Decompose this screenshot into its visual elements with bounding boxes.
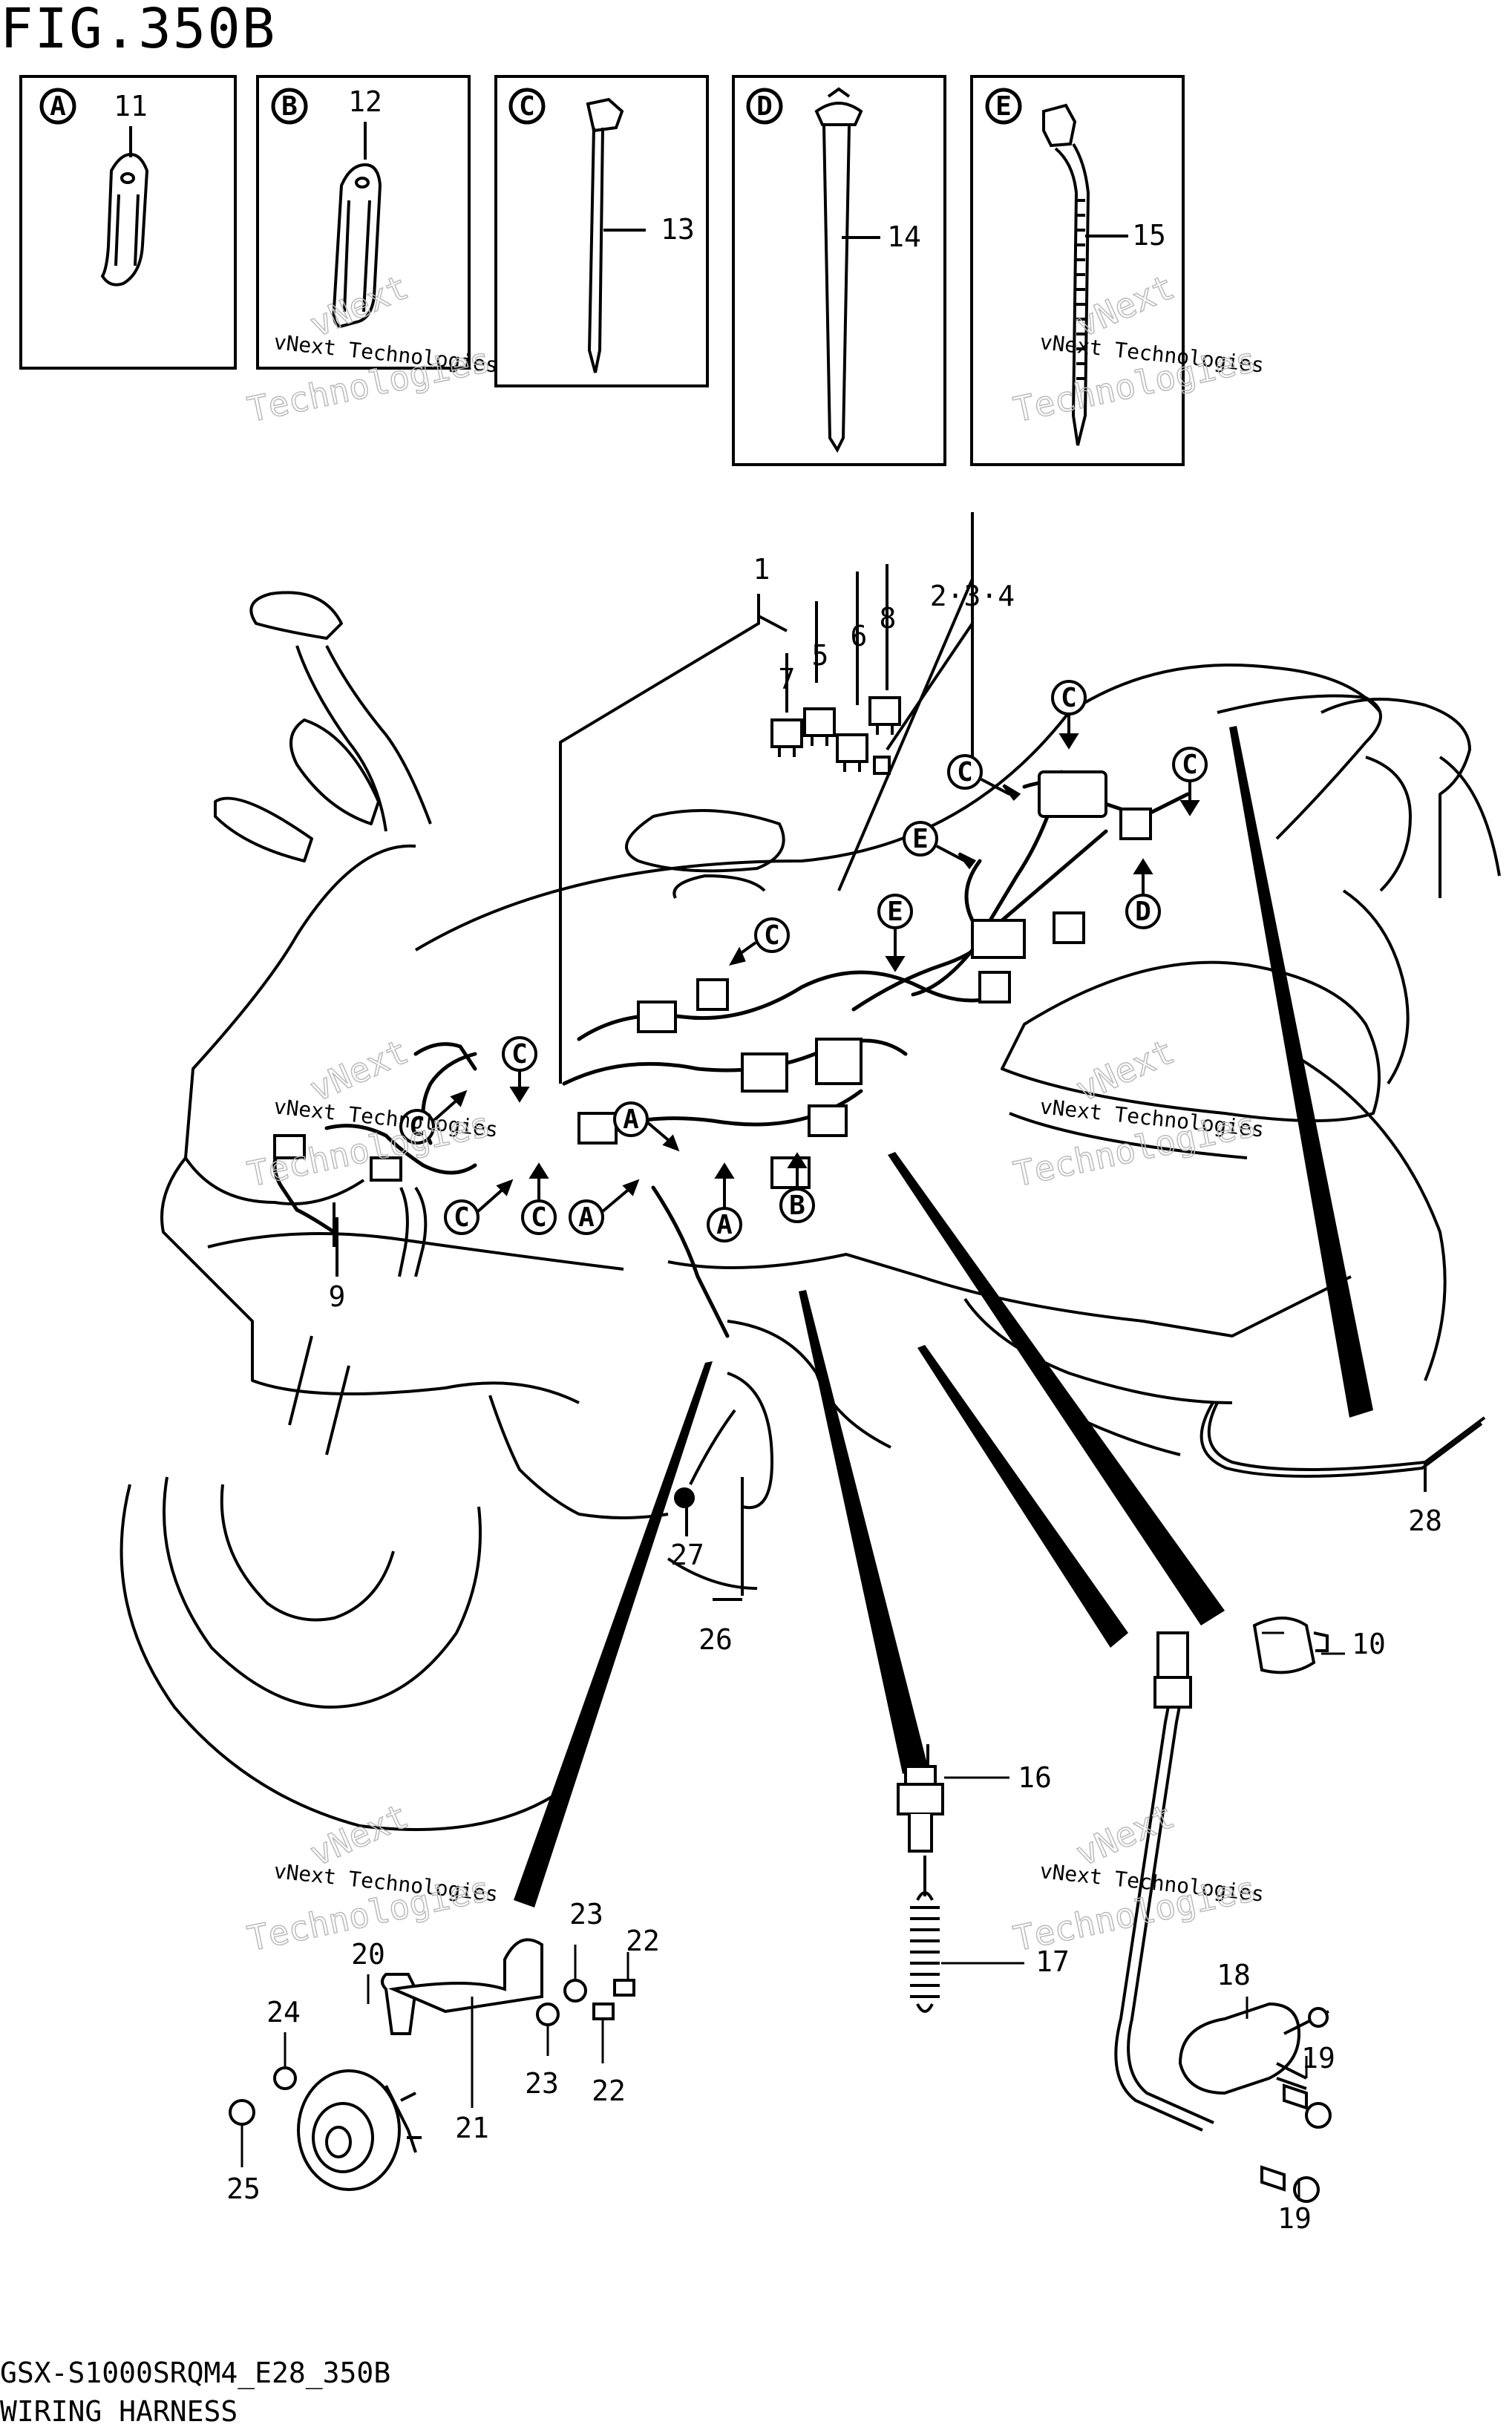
fuse (873, 756, 891, 775)
inset-b: B 12 (271, 85, 382, 329)
figure-title: FIG.350B (0, 0, 277, 61)
inset-a-letter: A (50, 91, 66, 122)
part-callouts: 1 2·3·4 5 6 7 8 9 10 16 17 18 19 19 20 2… (226, 553, 1442, 2235)
cover-10-icon (1252, 1617, 1329, 1674)
callout-26: 26 (698, 1623, 733, 1656)
watermark: vNext Technologies Technologies vNext (1009, 1030, 1265, 1195)
bolts-19-icon (1260, 2083, 1332, 2203)
clamp-a-icon (100, 126, 149, 286)
callout-23-upper: 23 (569, 1898, 603, 1931)
callout-5: 5 (812, 639, 829, 672)
inset-e: E 15 (985, 88, 1166, 446)
inset-c-letter: C (519, 91, 535, 122)
callout-leaders (240, 1631, 1345, 2201)
marker-c: C (511, 1039, 528, 1070)
inset-b-part: 12 (348, 85, 382, 118)
pointer-wedges (514, 726, 1373, 1908)
marker-c: C (409, 1112, 425, 1142)
marker-c: C (1061, 683, 1077, 713)
harness-markers: C C C E E D C C C A C C A A B (399, 680, 1208, 1242)
inset-e-part: 15 (1132, 219, 1166, 252)
switch-16-icon (897, 1744, 944, 1853)
callout-17: 17 (1035, 1945, 1070, 1978)
callout-10: 10 (1352, 1628, 1386, 1660)
svg-text:vNext: vNext (304, 1795, 413, 1874)
figure-name: WIRING HARNESS (0, 2395, 238, 2428)
marker-c: C (764, 920, 780, 951)
marker-c: C (531, 1202, 547, 1233)
callout-6: 6 (851, 620, 868, 652)
harness-28 (1200, 1401, 1486, 1492)
figure-code: GSX-S1000SRQM4_E28_350B (0, 2357, 391, 2389)
inset-d: D 14 (746, 87, 921, 453)
callout-8: 8 (880, 602, 897, 635)
callout-7: 7 (779, 663, 796, 695)
callout-16: 16 (1018, 1761, 1052, 1794)
callout-1: 1 (753, 553, 770, 586)
switch-18-icon (1114, 1631, 1329, 2132)
relay-7 (770, 718, 803, 748)
watermark: vNext Technologies Technologies vNext (243, 1795, 499, 1959)
marker-b: B (789, 1191, 805, 1221)
svg-text:vNext: vNext (1070, 1031, 1179, 1110)
inset-b-letter: B (281, 91, 298, 122)
marker-c: C (957, 757, 973, 787)
callout-27: 27 (670, 1539, 704, 1571)
marker-a: A (623, 1104, 639, 1135)
inset-a-part: 11 (114, 90, 148, 122)
inset-c-part: 13 (661, 213, 695, 246)
inset-c: C 13 (508, 88, 695, 373)
watermark: vNext Technologies Technologies vNext (243, 266, 499, 430)
svg-text:vNext: vNext (304, 266, 413, 345)
leader-lines (336, 512, 974, 1601)
marker-a: A (578, 1202, 595, 1233)
harness-26 (674, 1372, 774, 1536)
callout-22-lower: 22 (592, 2075, 626, 2107)
relay-8 (868, 696, 901, 726)
callout-20: 20 (351, 1938, 385, 1971)
cable-tie-e-icon (1042, 103, 1128, 446)
cable-tie-c-icon (586, 97, 646, 373)
marker-e: E (912, 824, 929, 854)
inset-d-letter: D (756, 91, 773, 122)
callout-24: 24 (266, 1996, 301, 2028)
inset-boxes (19, 75, 1185, 466)
marker-d: D (1135, 897, 1151, 927)
callout-19-lower: 19 (1277, 2202, 1312, 2235)
svg-text:vNext: vNext (304, 1031, 413, 1110)
marker-c: C (454, 1202, 470, 1233)
relay-5 (803, 707, 836, 737)
marker-arrows (432, 714, 1200, 1213)
inset-d-part: 14 (887, 220, 921, 253)
harness-9 (333, 1186, 428, 1277)
wiring-harness-body (272, 770, 1190, 1338)
spring-17-icon (910, 1856, 940, 2013)
callout-28: 28 (1408, 1504, 1442, 1537)
svg-text:vNext: vNext (1070, 1795, 1179, 1874)
callout-21: 21 (455, 2112, 489, 2144)
callout-25: 25 (226, 2172, 261, 2205)
relay-6 (836, 733, 868, 763)
marker-c: C (1182, 750, 1198, 780)
callout-19-upper: 19 (1301, 2042, 1335, 2075)
inset-a: A 11 (39, 88, 149, 286)
marker-e: E (887, 897, 903, 927)
callout-2-3-4: 2·3·4 (930, 580, 1015, 612)
callout-22-upper: 22 (626, 1925, 660, 1957)
inset-e-letter: E (995, 91, 1012, 122)
callout-9: 9 (329, 1280, 346, 1313)
cable-tie-d-icon (814, 87, 880, 453)
marker-a: A (716, 1210, 733, 1240)
callout-23-lower: 23 (525, 2067, 559, 2100)
horn-assembly-icon (229, 1938, 635, 2191)
watermark: vNext Technologies Technologies vNext (1009, 266, 1265, 430)
clamp-b-icon (332, 122, 382, 329)
watermarks: vNext Technologies Technologies vNext vN… (243, 266, 1265, 1959)
relay-group (770, 696, 901, 775)
callout-18: 18 (1217, 1959, 1251, 1991)
watermark: vNext Technologies Technologies vNext (1009, 1795, 1265, 1959)
